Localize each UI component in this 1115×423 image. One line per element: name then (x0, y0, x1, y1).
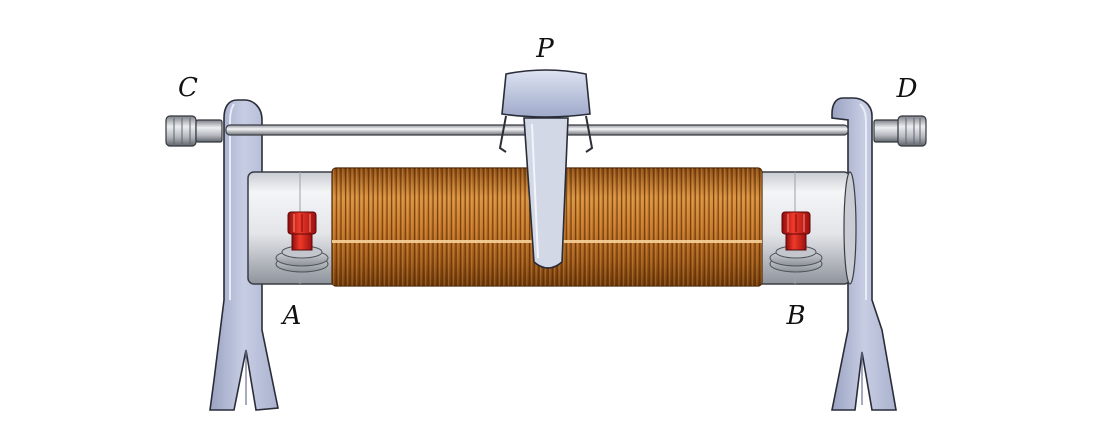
terminal-label-a: A (281, 301, 302, 331)
terminal-d-nut[interactable] (873, 115, 927, 147)
terminal-a-knob[interactable] (275, 211, 329, 273)
slider-label-p: P (535, 34, 554, 64)
terminal-label-c: C (178, 73, 198, 103)
slider-p[interactable] (498, 69, 594, 269)
terminal-label-b: B (785, 301, 805, 331)
terminal-c-nut[interactable] (165, 115, 223, 147)
terminal-label-d: D (896, 74, 918, 104)
terminal-b-knob[interactable] (769, 211, 823, 273)
